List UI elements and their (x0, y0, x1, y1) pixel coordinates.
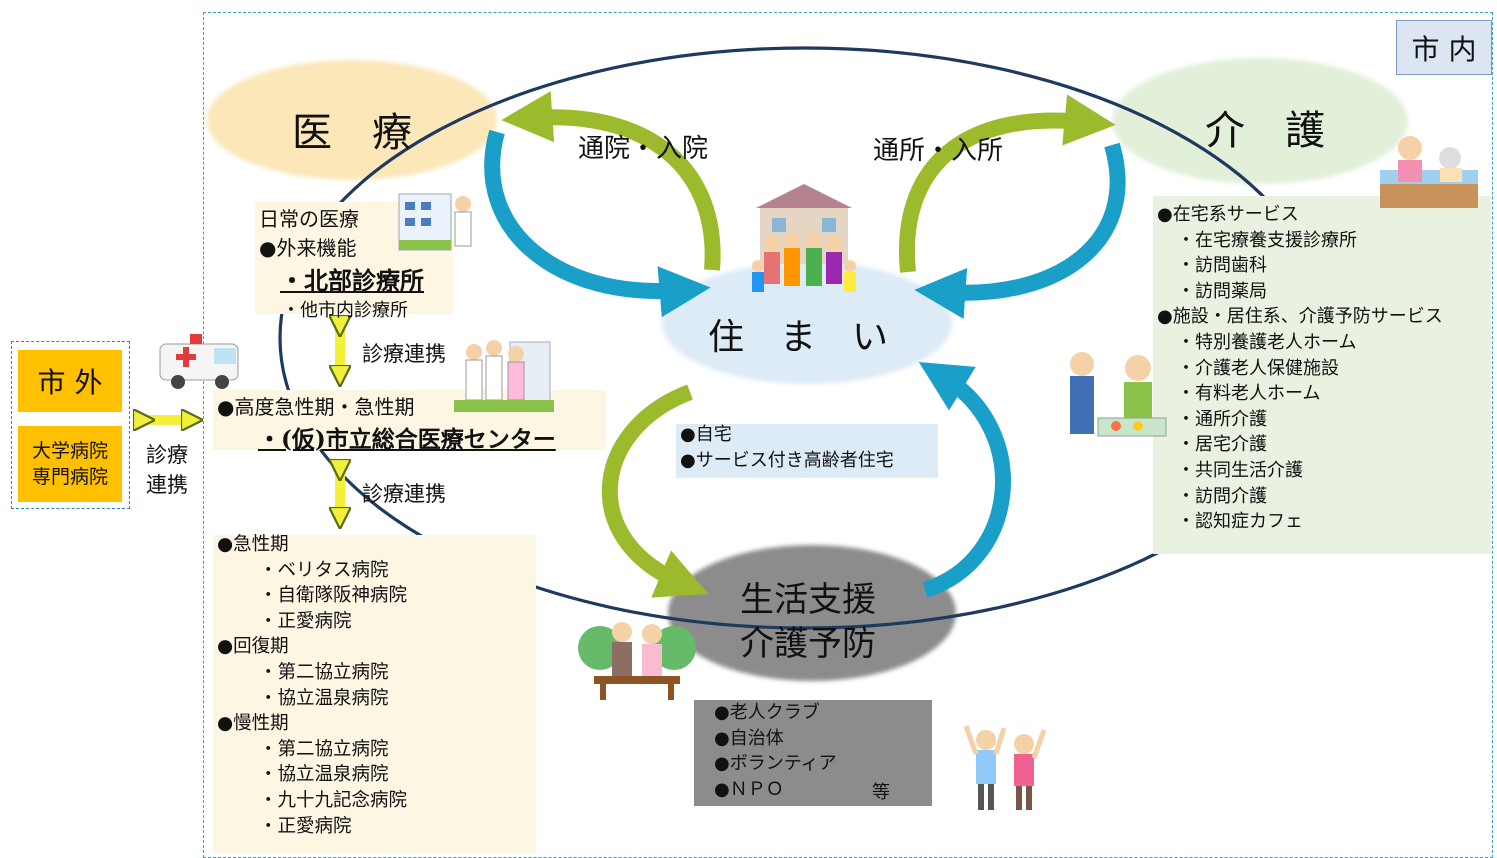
phase-title: ●回復期 (217, 636, 289, 658)
care-item: ・共同生活介護 (1177, 459, 1303, 481)
support-etc: 等 (872, 782, 890, 803)
phase-title: ●急性期 (217, 534, 289, 555)
hospital-phases-list: ●急性期 ・ベリタス病院 ・自衛隊阪神病院 ・正愛病院 ●回復期 ・第二協立病院… (217, 532, 407, 839)
ambulance-icon (159, 334, 239, 389)
care-services-panel (1153, 196, 1491, 554)
phase-item: ・正愛病院 (259, 815, 352, 837)
phase-item: ・正愛病院 (259, 610, 352, 632)
outside-hospitals-box: 大学病院 専門病院 (18, 426, 122, 502)
phase-item: ・第二協立病院 (259, 738, 389, 760)
hospital-phases-panel (213, 535, 536, 853)
outside-hospital-1: 大学病院 (31, 440, 108, 462)
outpatient-title: ●外来機能 (259, 236, 357, 260)
support-orgs-panel (694, 700, 932, 806)
phase-item: ・九十九記念病院 (259, 789, 408, 811)
support-title: 生活支援 介護予防 (740, 578, 876, 666)
outside-hospital-2: 専門病院 (31, 466, 108, 488)
support-item: ●自治体 (714, 727, 784, 749)
arrow-medical-to-home (484, 129, 711, 318)
family-house-icon (752, 184, 856, 292)
medical-bubble (207, 60, 497, 180)
care-item: ・訪問歯科 (1177, 255, 1267, 277)
housing-types-panel (676, 424, 938, 478)
phase-item: ・協立温泉病院 (259, 687, 389, 709)
hospital-visit-label: 通院・入院 (578, 134, 709, 164)
meal-assist-icon (1070, 352, 1167, 437)
care-item: ・特別養護老人ホーム (1177, 331, 1357, 353)
care-home-title: ●在宅系サービス (1157, 204, 1299, 225)
care-item: ・訪問薬局 (1177, 280, 1267, 302)
support-item: ●ＮＰＯ (714, 778, 784, 800)
exercise-seniors-icon (963, 725, 1047, 810)
facility-visit-label: 通所・入所 (873, 136, 1004, 166)
arrow-support-to-home (918, 361, 1011, 598)
support-orgs-list: ●老人クラブ ●自治体 ●ボランティア ●ＮＰＯ (714, 700, 837, 802)
link-label-2: 診療連携 (362, 482, 446, 506)
care-item: ・通所介護 (1177, 408, 1267, 430)
housing-item: ●サービス付き高齢者住宅 (680, 449, 894, 471)
care-bubble (1112, 58, 1408, 184)
medical-staff-icon (454, 340, 554, 412)
care-item: ・訪問介護 (1177, 485, 1267, 507)
phase-item: ・自衛隊阪神病院 (259, 585, 408, 607)
care-facility-title: ●施設・居住系、介護予防サービス (1157, 306, 1443, 328)
care-item: ・居宅介護 (1177, 434, 1267, 456)
phase-item: ・協立温泉病院 (259, 764, 389, 786)
housing-types-list: ●自宅 ●サービス付き高齢者住宅 (680, 422, 894, 473)
city-inside-label: 市 内 (1396, 20, 1492, 75)
medical-title: 医 療 (292, 110, 412, 156)
care-item: ・介護老人保健施設 (1177, 357, 1339, 379)
support-title-line2: 介護予防 (740, 624, 876, 664)
medical-center: ・(仮)市立総合医療センター (258, 426, 556, 453)
other-clinics: ・他市内診療所 (282, 300, 408, 321)
daily-medical-title: 日常の医療 (259, 207, 359, 231)
support-title-line1: 生活支援 (740, 580, 876, 620)
support-item: ●ボランティア (714, 753, 837, 775)
care-item: ・在宅療養支援診療所 (1177, 229, 1357, 251)
outside-city-frame (11, 341, 130, 509)
arrow-home-to-medical (501, 91, 721, 271)
caregiver-bed-icon (1380, 136, 1478, 208)
arrow-home-to-support (601, 384, 709, 598)
link-label-1: 診療連携 (362, 342, 446, 366)
outside-link-label: 診療 連携 (146, 443, 188, 497)
arrow-home-to-care (899, 94, 1116, 273)
housing-title: 住 ま い (708, 317, 889, 358)
elderly-couple-icon (578, 622, 696, 700)
care-item: ・有料老人ホーム (1177, 383, 1321, 405)
north-clinic: ・北部診療所 (280, 266, 424, 295)
care-services-list: ●在宅系サービス ・在宅療養支援診療所 ・訪問歯科 ・訪問薬局 ●施設・居住系、… (1157, 202, 1443, 535)
phase-title: ●慢性期 (217, 713, 289, 735)
outside-city-label: 市 外 (18, 350, 122, 412)
support-bubble (668, 545, 956, 681)
phase-item: ・第二協立病院 (259, 661, 389, 683)
arrow-care-to-home (914, 142, 1126, 319)
care-item: ・認知症カフェ (1177, 511, 1303, 533)
acute-title: ●高度急性期・急性期 (217, 395, 415, 419)
phase-item: ・ベリタス病院 (259, 559, 389, 581)
housing-item: ●自宅 (680, 424, 732, 445)
clinic-building-icon (398, 193, 472, 251)
support-item: ●老人クラブ (714, 702, 820, 723)
care-title: 介 護 (1205, 108, 1325, 154)
